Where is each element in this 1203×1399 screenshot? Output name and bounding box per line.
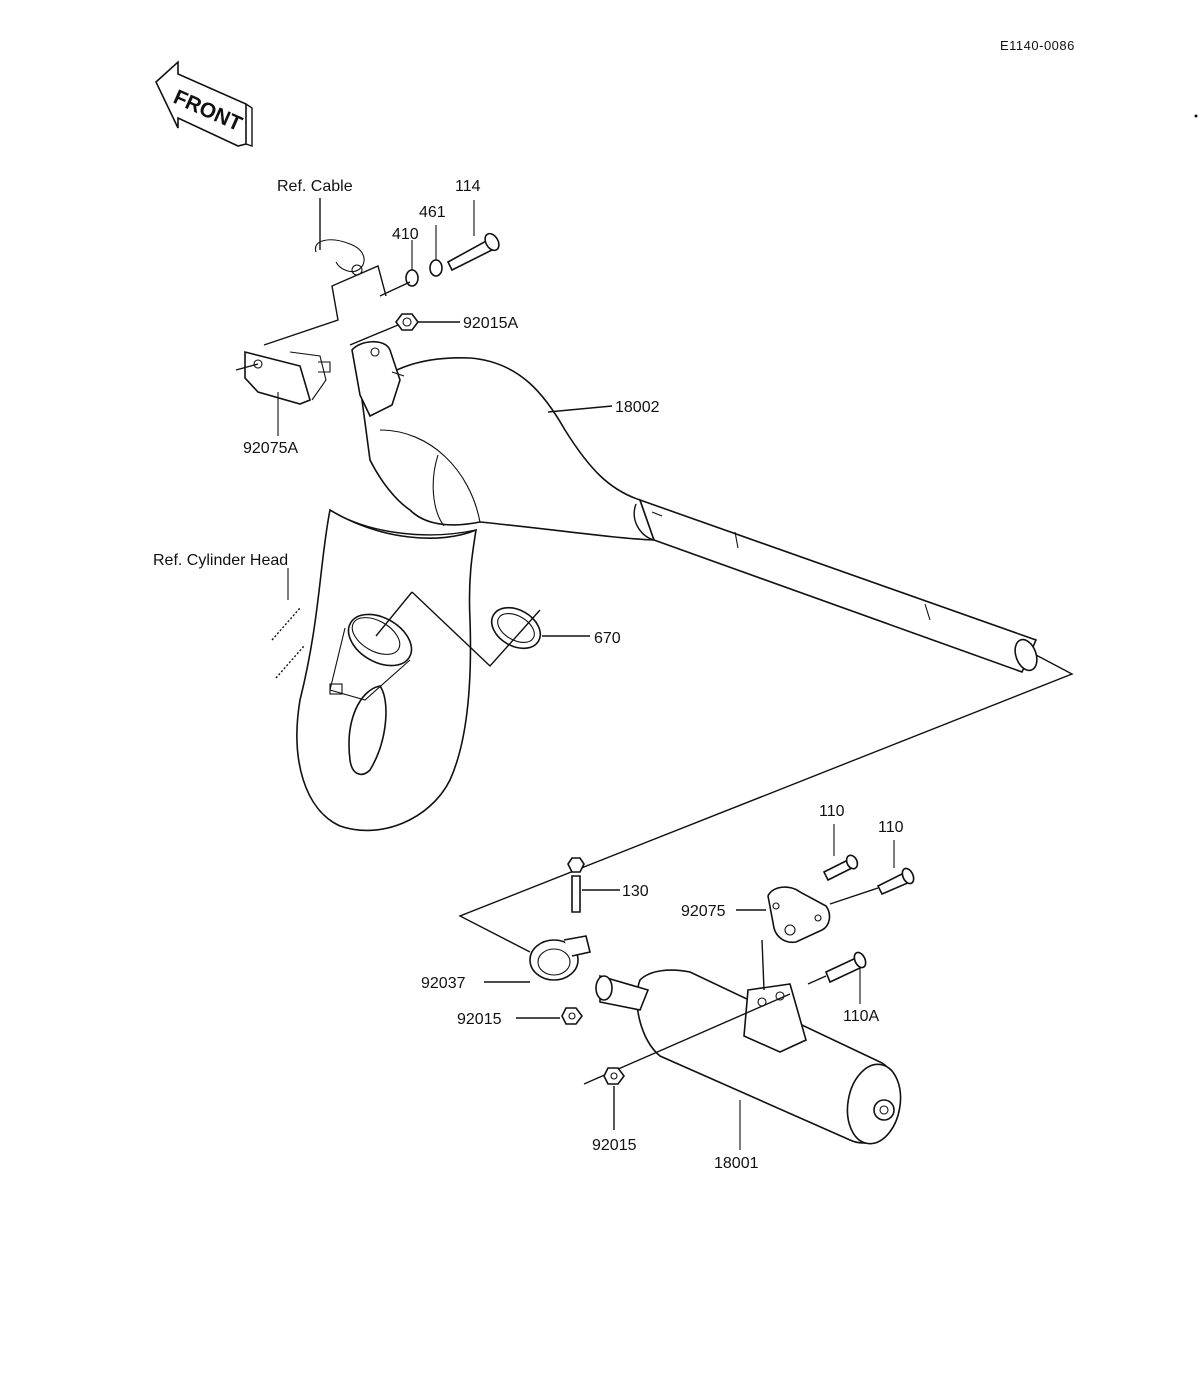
bolt-110A xyxy=(824,951,867,984)
bracket-92075 xyxy=(761,886,831,991)
label-110-left: 110 xyxy=(819,803,845,820)
bolt-114 xyxy=(446,232,500,272)
label-92015-lower: 92015 xyxy=(592,1137,637,1154)
bracket-92075A xyxy=(235,350,331,405)
springs xyxy=(271,568,305,679)
silencer-18001 xyxy=(595,969,902,1145)
label-110-right: 110 xyxy=(878,819,904,836)
gasket-670 xyxy=(490,606,542,650)
label-18001: 18001 xyxy=(714,1155,759,1172)
label-670: 670 xyxy=(594,630,621,647)
washer-461 xyxy=(429,259,443,277)
nut-92015-lower xyxy=(603,1067,625,1085)
label-ref-cable: Ref. Cable xyxy=(277,178,353,195)
bolt-110-left xyxy=(822,854,859,882)
label-92037: 92037 xyxy=(421,975,466,992)
label-410: 410 xyxy=(392,226,419,243)
label-92015A: 92015A xyxy=(463,315,518,332)
nut-92015-upper xyxy=(561,1007,583,1025)
label-18002: 18002 xyxy=(615,399,660,416)
document-id: E1140-0086 xyxy=(1000,38,1075,53)
label-ref-cylinder-head: Ref. Cylinder Head xyxy=(153,552,288,569)
clamp-92037 xyxy=(529,935,591,981)
bolt-110-right xyxy=(876,867,915,896)
edge-mark xyxy=(1194,114,1198,118)
exhaust-chamber-18002 xyxy=(296,340,1038,832)
nut-92015A xyxy=(395,313,419,331)
label-92015-upper: 92015 xyxy=(457,1011,502,1028)
label-114: 114 xyxy=(455,178,481,195)
bolt-130 xyxy=(567,857,585,913)
label-461: 461 xyxy=(419,204,446,221)
label-130: 130 xyxy=(622,883,649,900)
label-92075: 92075 xyxy=(681,903,726,920)
label-92075A: 92075A xyxy=(243,440,298,457)
front-arrow-icon: FRONT xyxy=(155,60,253,147)
label-110A: 110A xyxy=(843,1008,880,1025)
cable-clip xyxy=(314,198,365,276)
